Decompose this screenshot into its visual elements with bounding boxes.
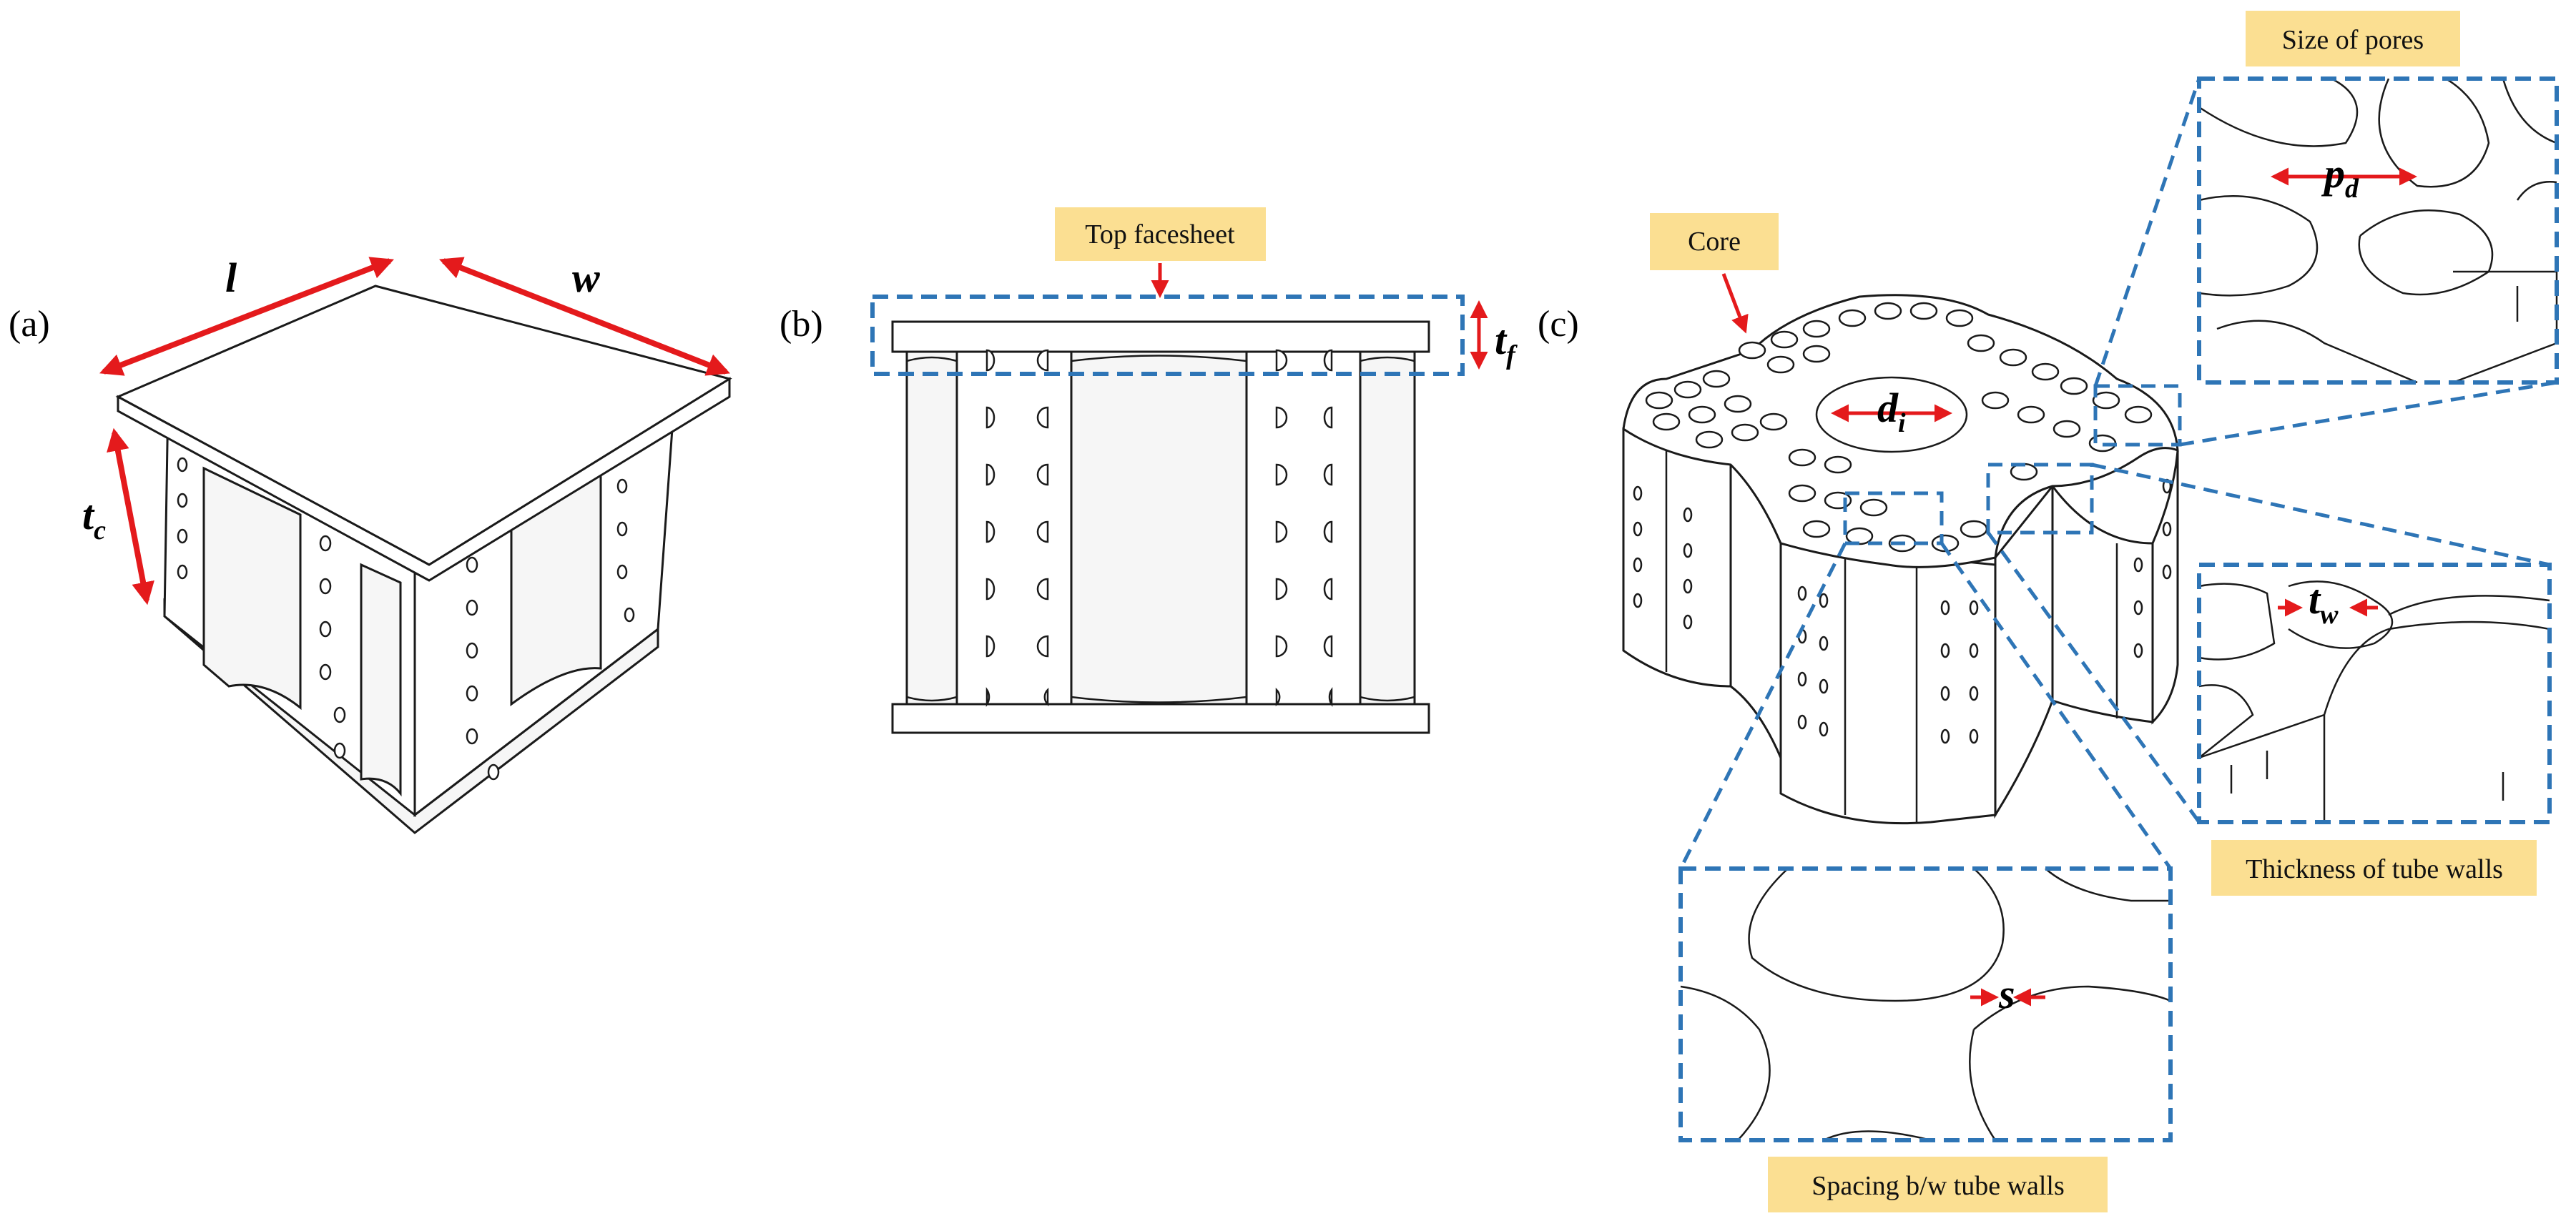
pores-panel-c-top [1645, 302, 2153, 553]
detail-wall-spacing-lines [1680, 868, 2171, 1142]
bottom-facesheet-b [891, 703, 1430, 734]
spacing-highlight-small [1843, 491, 1944, 545]
top-facesheet-edge [117, 377, 731, 582]
core-pointer [1721, 273, 1749, 334]
detail-pore-size: pd [2197, 76, 2559, 385]
core-c-side-1 [1622, 427, 1732, 688]
pores-callout-box [2246, 11, 2460, 66]
panel-b: (b) [780, 207, 1518, 734]
panel-c-letter: (c) [1538, 304, 1579, 345]
pores-panel-b [985, 349, 1333, 707]
length-label: l [225, 254, 237, 301]
detail-wall-thickness-frame [2197, 563, 2552, 824]
tube-b-curves [906, 355, 1415, 703]
pores-connector-bottom [2179, 380, 2557, 447]
tube-left-a [202, 466, 302, 711]
panel-a: (a) l w [9, 254, 732, 834]
detail-wall-spacing-bg [1681, 869, 2171, 1140]
spacing-label: s [1998, 971, 2015, 1017]
spacing-connector-right [1940, 542, 2173, 870]
panel-c: (c) [1538, 11, 2559, 1212]
core-callout-box [1650, 213, 1779, 270]
detail-wall-thickness-lines [2198, 580, 2550, 822]
tube-b-right [1359, 350, 1416, 706]
walls-highlight-small [1986, 463, 2094, 535]
wall-thickness-label: tw [2309, 576, 2339, 630]
top-facesheet-callout-text: Top facesheet [1085, 219, 1235, 249]
spacing-callout-box [1768, 1157, 2108, 1212]
detail-wall-spacing: s [1678, 866, 2173, 1142]
length-arrow [99, 257, 394, 376]
facesheet-thickness-label: tf [1495, 317, 1518, 370]
core-thickness-label: tc [82, 492, 106, 545]
width-arrow [439, 257, 730, 376]
pore-diameter-label: pd [2321, 150, 2359, 204]
core-thickness-arrow [107, 427, 154, 605]
pores-connector-top [2093, 78, 2201, 387]
core-callout-text: Core [1688, 227, 1741, 257]
top-facesheet-b [891, 320, 1430, 353]
core-c-side-4 [1994, 483, 2054, 819]
panel-b-letter: (b) [780, 304, 823, 345]
tube-left-b [360, 563, 402, 797]
core-c-side-3 [1779, 542, 1997, 825]
detail-wall-thickness: tw [2197, 563, 2552, 824]
tube-b-left [905, 350, 958, 706]
detail-wall-spacing-frame [1678, 866, 2173, 1142]
detail-pore-size-bg [2199, 79, 2557, 382]
spacing-callout-text: Spacing b/w tube walls [1811, 1171, 2065, 1201]
walls-connector-bottom [1986, 531, 2201, 824]
inner-diameter-label: di [1877, 385, 1906, 438]
walls-connector-top [2091, 463, 2550, 567]
pores-panel-a [177, 457, 635, 781]
core-c-grooves [1665, 436, 2118, 822]
detail-wall-thickness-bg [2199, 565, 2550, 822]
walls-callout-text: Thickness of tube walls [2246, 854, 2503, 884]
tube-right-a [510, 466, 602, 706]
panel-a-letter: (a) [9, 304, 50, 345]
detail-pore-size-frame [2197, 76, 2559, 385]
width-label: w [572, 254, 600, 301]
walls-callout-box [2211, 840, 2537, 896]
tube-b-center [1070, 350, 1248, 706]
top-facesheet-callout-box [1055, 207, 1266, 261]
pores-highlight-small [2093, 384, 2182, 447]
pores-callout-text: Size of pores [2282, 25, 2424, 55]
spacing-connector-left [1678, 542, 1847, 870]
